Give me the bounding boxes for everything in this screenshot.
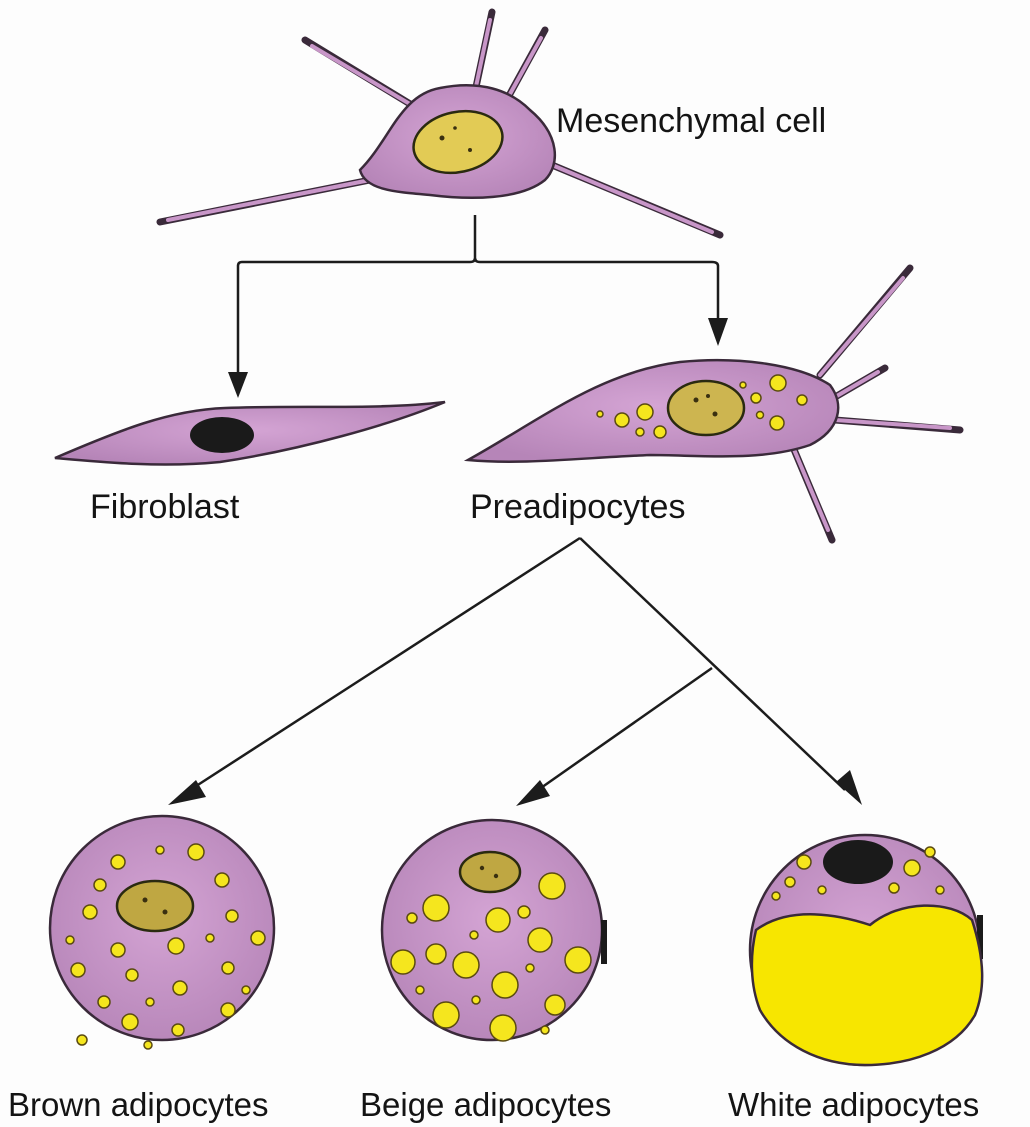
fibroblast-cell bbox=[55, 402, 445, 465]
white-lipid-droplet bbox=[752, 906, 982, 1065]
label-beige-adipocytes: Beige adipocytes bbox=[360, 1088, 611, 1121]
label-brown-adipocytes: Brown adipocytes bbox=[8, 1088, 268, 1121]
arrow-to-fibroblast bbox=[228, 372, 248, 398]
fibroblast-nucleus bbox=[190, 417, 254, 453]
label-fibroblast: Fibroblast bbox=[90, 490, 239, 524]
brown-adipocyte-cell bbox=[50, 816, 274, 1049]
label-white-adipocytes: White adipocytes bbox=[728, 1088, 979, 1121]
beige-nucleus bbox=[460, 852, 520, 892]
white-adipocyte-cell bbox=[750, 835, 983, 1065]
beige-adipocyte-cell bbox=[382, 820, 607, 1041]
preadipocyte-nucleus bbox=[668, 381, 744, 435]
brown-nucleus bbox=[117, 881, 193, 931]
arrow-to-preadipocytes bbox=[708, 318, 728, 346]
label-preadipocytes: Preadipocytes bbox=[470, 490, 685, 524]
arrow-preadipocyte-split bbox=[168, 538, 862, 806]
white-nucleus bbox=[823, 840, 893, 884]
arrow-to-white bbox=[836, 770, 862, 805]
label-mesenchymal-cell: Mesenchymal cell bbox=[556, 104, 826, 138]
